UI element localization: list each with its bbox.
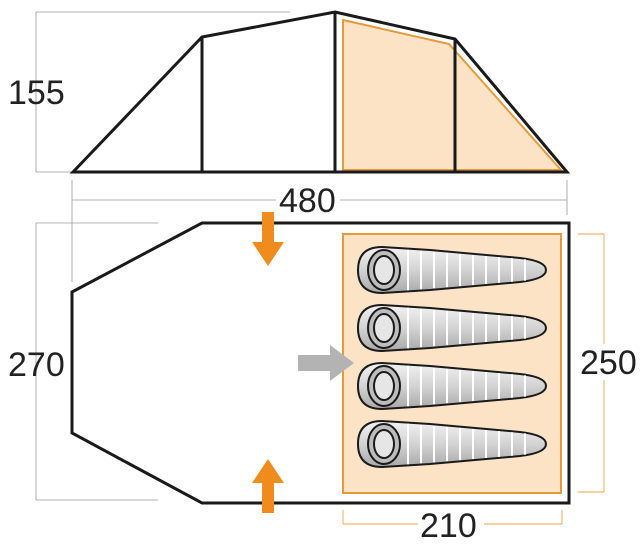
tent-elevation-outline [69,10,571,174]
sleeping-bag-hood-opening [373,371,395,401]
inner-width-label-backdrop [578,344,634,380]
inner-length-label-backdrop [418,510,484,540]
width-label: 270 [8,346,65,384]
sleeping-bag-hood-opening [373,313,395,343]
length-label-backdrop [276,182,340,216]
door-arrow-bottom [252,459,284,513]
floor-plan [35,212,605,525]
inner-width-label: 250 [580,344,637,382]
sleeping-bag [356,245,548,295]
length-label: 480 [279,182,336,220]
side-elevation [35,10,571,282]
door-arrow-top [252,212,284,266]
sleeping-bag-hood-opening [373,429,395,459]
sleeping-bag [356,361,548,411]
height-label: 155 [8,74,65,112]
vent-arrow [298,345,354,381]
sleeping-bags [356,245,548,469]
inner-tent-elevation [342,18,564,171]
sleeping-bag [356,303,548,353]
sleeping-bag-hood-opening [373,255,395,285]
inner-length-label: 210 [420,507,477,545]
sleeping-bag [356,419,548,469]
